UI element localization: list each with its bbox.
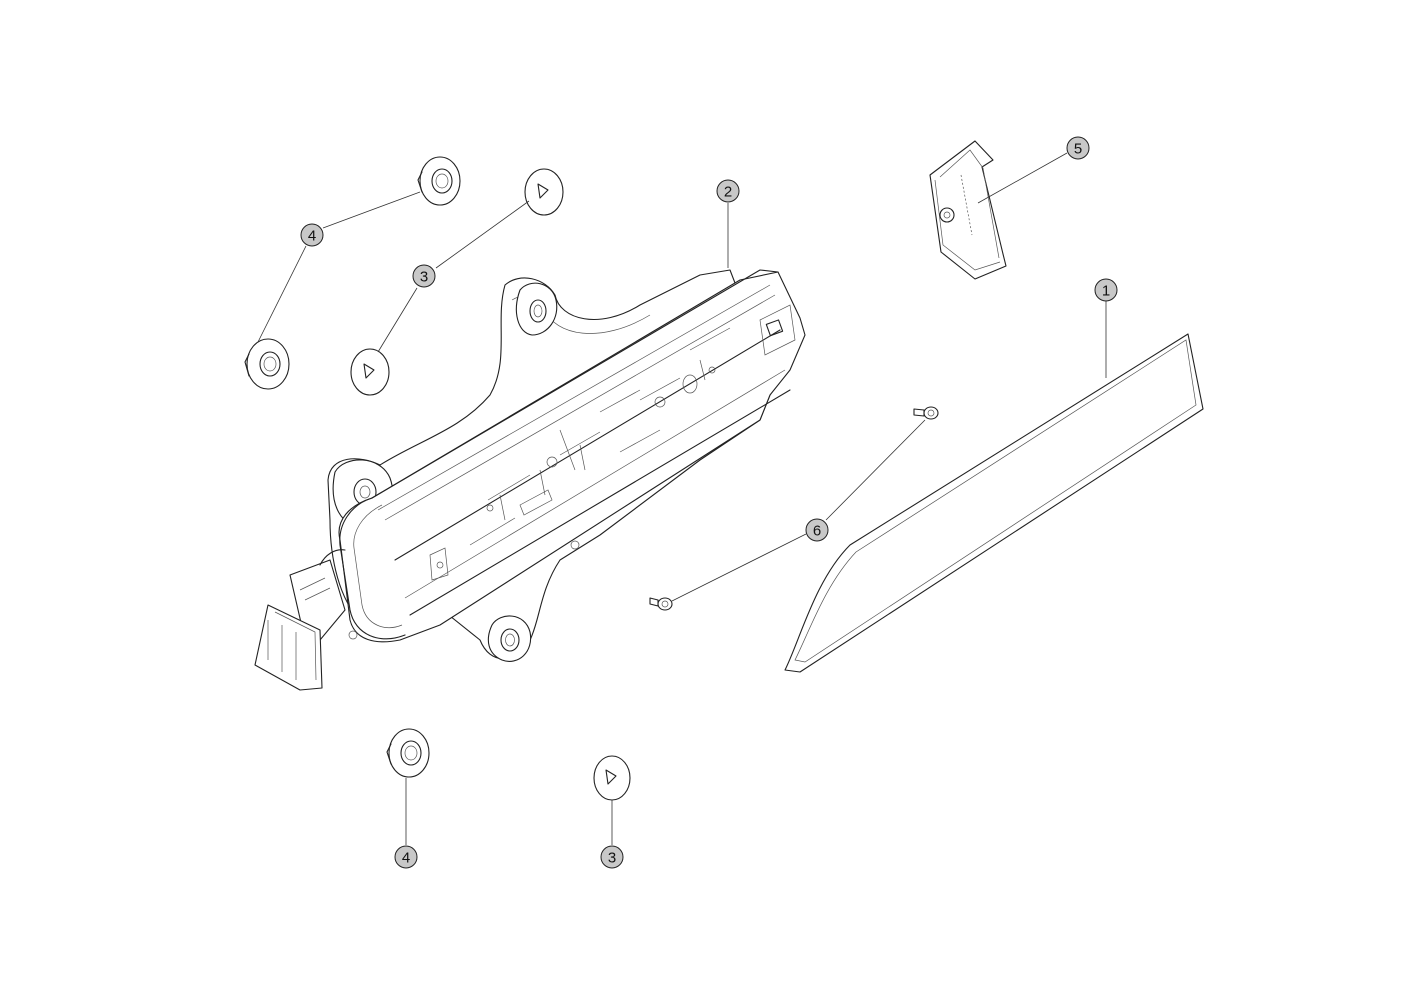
callout-1: 1	[1094, 278, 1118, 302]
part-2-main-module	[254, 269, 806, 691]
callout-2: 2	[716, 179, 740, 203]
leader-lines	[257, 152, 1107, 845]
callout-5: 5	[1066, 136, 1090, 160]
part-1-trim-panel	[784, 333, 1204, 673]
part-4-grommet-left	[244, 338, 290, 390]
callout-3-bottom: 3	[600, 845, 624, 869]
callout-6: 6	[805, 518, 829, 542]
part-3-clip-left	[350, 348, 390, 396]
part-6-screw-upper	[913, 406, 939, 420]
part-3-clip-bottom	[593, 755, 631, 801]
callout-1-label: 1	[1102, 283, 1110, 300]
callout-4-top-label: 4	[308, 228, 316, 245]
callout-5-label: 5	[1074, 141, 1082, 158]
callout-4-bottom: 4	[394, 845, 418, 869]
callout-2-label: 2	[724, 184, 732, 201]
part-3-clip-top	[524, 168, 564, 216]
part-6-screw-lower	[649, 597, 673, 611]
part-5-cover-clip	[929, 140, 1007, 280]
callout-4-top: 4	[300, 223, 324, 247]
part-4-grommet-top	[417, 156, 461, 206]
callout-3-top-label: 3	[420, 269, 428, 286]
callout-3-top: 3	[412, 264, 436, 288]
callout-6-label: 6	[813, 523, 821, 540]
callout-3-bottom-label: 3	[608, 850, 616, 867]
callout-4-bottom-label: 4	[402, 850, 410, 867]
part-4-grommet-bottom	[386, 728, 430, 778]
